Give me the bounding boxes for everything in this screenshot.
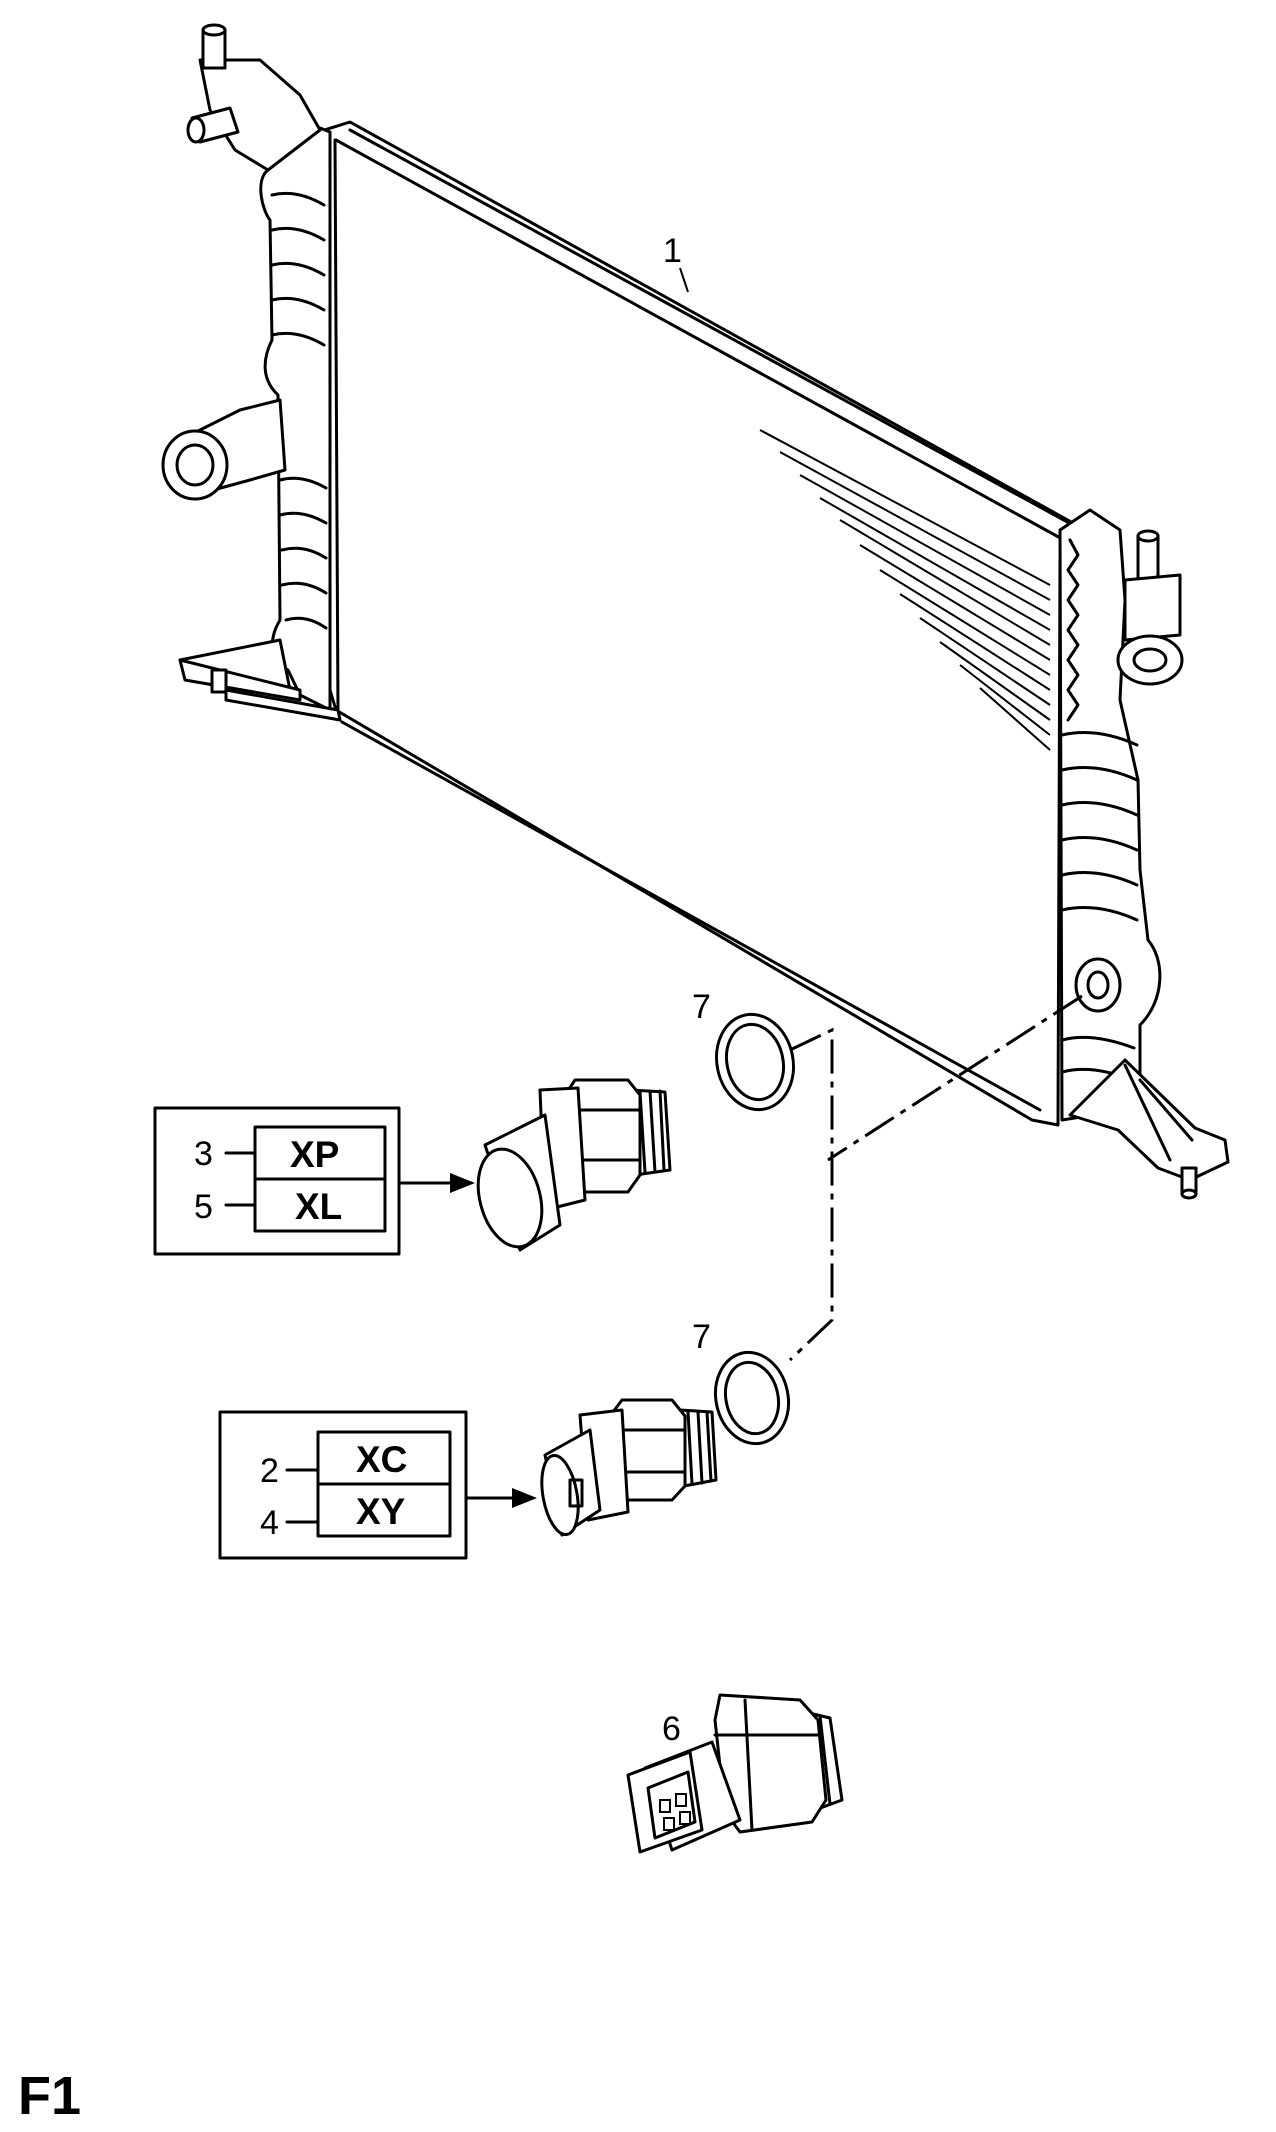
right-tank-ribs xyxy=(1060,731,1139,1082)
callout-code-2: 2 xyxy=(260,1452,279,1490)
top-left-fitting xyxy=(186,23,322,172)
code-xp: XP xyxy=(290,1134,339,1175)
right-lower-bracket xyxy=(1068,1058,1230,1200)
code-box-b: XC XY xyxy=(218,1410,468,1560)
callout-seal-upper: 7 xyxy=(692,988,711,1026)
callout-seal-lower: 7 xyxy=(692,1318,711,1356)
callout-code-5: 5 xyxy=(194,1188,213,1226)
radiator-assembly xyxy=(161,23,1230,1200)
left-tank-ribs xyxy=(270,191,328,630)
callout-code-4: 4 xyxy=(260,1504,279,1542)
thermo-switch-6 xyxy=(626,1693,844,1854)
arrow-to-sensor-b xyxy=(464,1488,537,1508)
callout-switch-6: 6 xyxy=(662,1710,681,1748)
switch-port xyxy=(1074,957,1122,1013)
temperature-sensor-a xyxy=(476,1078,672,1252)
radiator-core xyxy=(316,120,1084,1127)
seal-ring-lower xyxy=(714,1350,790,1446)
code-box-a: XP XL xyxy=(153,1106,401,1256)
core-fin-shading xyxy=(759,429,1051,751)
page-label: F1 xyxy=(18,2066,81,2126)
callout-radiator: 1 xyxy=(663,232,682,270)
left-lower-bracket xyxy=(178,638,342,722)
code-xc: XC xyxy=(356,1439,407,1480)
assembly-guide-line xyxy=(788,994,1083,1362)
code-xy: XY xyxy=(356,1491,406,1532)
callout-code-3: 3 xyxy=(194,1135,213,1173)
left-inlet-neck xyxy=(161,398,287,501)
seal-ring-upper xyxy=(715,1012,795,1112)
code-xl: XL xyxy=(295,1186,342,1227)
right-top-fitting xyxy=(1116,529,1184,686)
arrow-to-sensor-a xyxy=(397,1173,475,1193)
temperature-sensor-b xyxy=(540,1398,718,1537)
